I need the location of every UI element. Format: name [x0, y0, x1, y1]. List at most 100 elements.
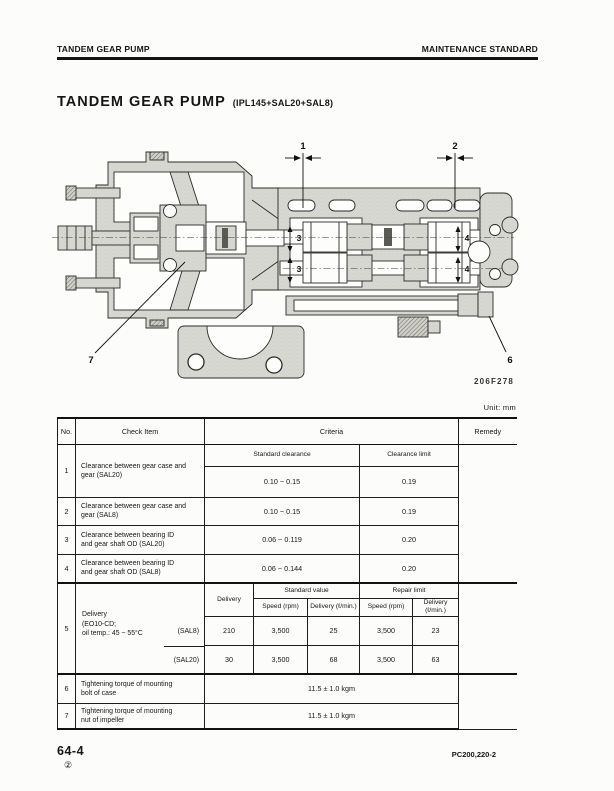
bearing-ball-top: [163, 204, 177, 218]
limit-value-4: 0.20: [359, 553, 460, 584]
header-rule: [57, 57, 538, 60]
torque-value-7: 11.5 ± 1.0 kgm: [204, 702, 460, 730]
flange-bolt-hole: [265, 356, 283, 374]
remedy-cell-rows6-7: [458, 673, 517, 730]
callout-4-bottom: 4: [465, 264, 470, 274]
check-item-4: Clearance between bearing ID and gear sh…: [74, 553, 206, 584]
callout-4-top: 4: [465, 233, 470, 243]
check-item-line: and gear shaft OD (SAL8): [81, 569, 161, 577]
standard-value-3: 0.06 ~ 0.119: [204, 524, 361, 555]
limit-value-1: 0.19: [359, 465, 460, 498]
row-no: 1: [57, 443, 76, 498]
check-item-line: (EO10-CD;: [82, 620, 117, 628]
callout-7: 7: [88, 355, 93, 366]
table-row: 30 3,500 68 3,500 63: [58, 644, 517, 675]
table-row: 4 Clearance between bearing ID and gear …: [57, 553, 517, 584]
table-row: 6 Tightening torque of mounting bolt of …: [57, 673, 517, 730]
top-slot: [328, 199, 356, 212]
bearing-ball-bottom: [163, 258, 177, 272]
check-item-line: Clearance between gear case and: [81, 503, 186, 510]
sal8-delivery: 210: [204, 615, 255, 646]
check-item-line: gear (SAL8): [81, 512, 119, 519]
page-number: 64-4: [57, 744, 85, 758]
row-no: 5: [57, 582, 76, 675]
callout-3-top: 3: [297, 233, 302, 243]
row-no: 6: [57, 673, 76, 704]
upper-gear-sal20: [302, 221, 348, 253]
subheader-delivery: Delivery: [204, 582, 255, 617]
flange-bolt-bottom-head: [65, 275, 77, 291]
pump-cross-section-diagram: 1 2 3 3 4 4 7 6 206F278: [52, 141, 519, 386]
coupling-key: [222, 228, 228, 248]
top-slot: [453, 199, 481, 212]
sal8-repair-delivery: 23: [412, 615, 460, 646]
drive-shaft: [245, 229, 285, 247]
drain-plug: [397, 316, 429, 338]
callout-2: 2: [452, 141, 457, 152]
row-no: 3: [57, 524, 76, 555]
flange-bolt-hole: [187, 353, 205, 371]
seal-top: [133, 216, 159, 232]
partial-divider: [164, 646, 204, 647]
page-number-revision: ②: [64, 760, 73, 770]
tie-rod: [293, 299, 459, 312]
sal8-std-delivery: 25: [307, 615, 361, 646]
check-item-line: Tightening torque of mounting: [81, 680, 173, 688]
flange-bolt-top-head: [65, 185, 77, 201]
check-item-line: gear (SAL20): [81, 471, 122, 479]
sal20-repair-speed: 3,500: [359, 644, 414, 675]
tie-rod-end-cap: [477, 291, 494, 318]
table-row: 7 Tightening torque of mounting nut of i…: [57, 702, 517, 730]
maintenance-table: No. Check Item Criteria Remedy 1 Clearan…: [57, 417, 517, 730]
coupling-spline: [384, 228, 392, 246]
standard-value-2: 0.10 ~ 0.15: [204, 496, 361, 526]
sal20-repair-delivery: 63: [412, 644, 460, 675]
callout-3-bottom: 3: [297, 264, 302, 274]
subheader-clearance-limit: Clearance limit: [359, 443, 460, 467]
input-shaft: [91, 230, 133, 246]
check-item-7: Tightening torque of mounting nut of imp…: [74, 702, 206, 730]
standard-value-1: 0.10 ~ 0.15: [204, 465, 361, 498]
subheader-repair-limit: Repair limit: [359, 582, 460, 599]
row-no: 4: [57, 553, 76, 584]
subheader-delivery-repair: Delivery (ℓ/min.): [412, 597, 460, 617]
sal20-std-delivery: 68: [307, 644, 361, 675]
subheader-speed-repair: Speed (rpm): [359, 597, 414, 617]
subheader-standard-clearance: Standard clearance: [204, 443, 361, 467]
check-item-2: Clearance between gear case and gear (SA…: [74, 496, 206, 526]
lower-gear-sal8: [427, 252, 471, 284]
running-header-right: MAINTENANCE STANDARD: [421, 44, 538, 54]
sal8-std-speed: 3,500: [253, 615, 309, 646]
page-title-text: TANDEM GEAR PUMP: [57, 94, 226, 110]
row-no: 2: [57, 496, 76, 526]
flange-bolt-top: [71, 187, 121, 199]
upper-bearing-left: [346, 223, 373, 251]
check-item-6: Tightening torque of mounting bolt of ca…: [74, 673, 206, 704]
model-code: PC200,220-2: [451, 750, 496, 759]
col-header-no: No.: [57, 417, 76, 445]
check-item-line: and gear shaft OD (SAL20): [81, 540, 165, 548]
callout-6: 6: [507, 355, 512, 366]
unit-label: Unit: mm: [483, 403, 516, 412]
check-item-1: Clearance between gear case and gear (SA…: [74, 443, 206, 498]
col-header-remedy: Remedy: [458, 417, 517, 445]
check-item-line: bolt of case: [81, 689, 117, 697]
tie-rod-block: [457, 293, 479, 317]
top-slot: [287, 199, 316, 212]
lower-gear-sal20: [302, 252, 348, 284]
check-item-line: Delivery: [82, 611, 107, 618]
sal20-row-label: (SAL20): [173, 657, 200, 664]
flange-bolt-bottom: [71, 277, 121, 289]
volute-line-top: [251, 199, 281, 221]
upper-gear-sal8: [427, 221, 471, 253]
top-slot: [426, 199, 453, 212]
callout-1: 1: [300, 141, 306, 152]
lower-bearing-right: [403, 254, 429, 282]
upper-bearing-right: [403, 223, 429, 251]
pump-body-group: [57, 151, 519, 379]
col-header-criteria: Criteria: [204, 417, 460, 445]
centerlines: [52, 237, 514, 269]
table-row: 5 Delivery (EO10-CD; oil temp.: 45 ~ 55°…: [57, 582, 517, 675]
subheader-delivery-std: Delivery (ℓ/min.): [307, 597, 361, 617]
